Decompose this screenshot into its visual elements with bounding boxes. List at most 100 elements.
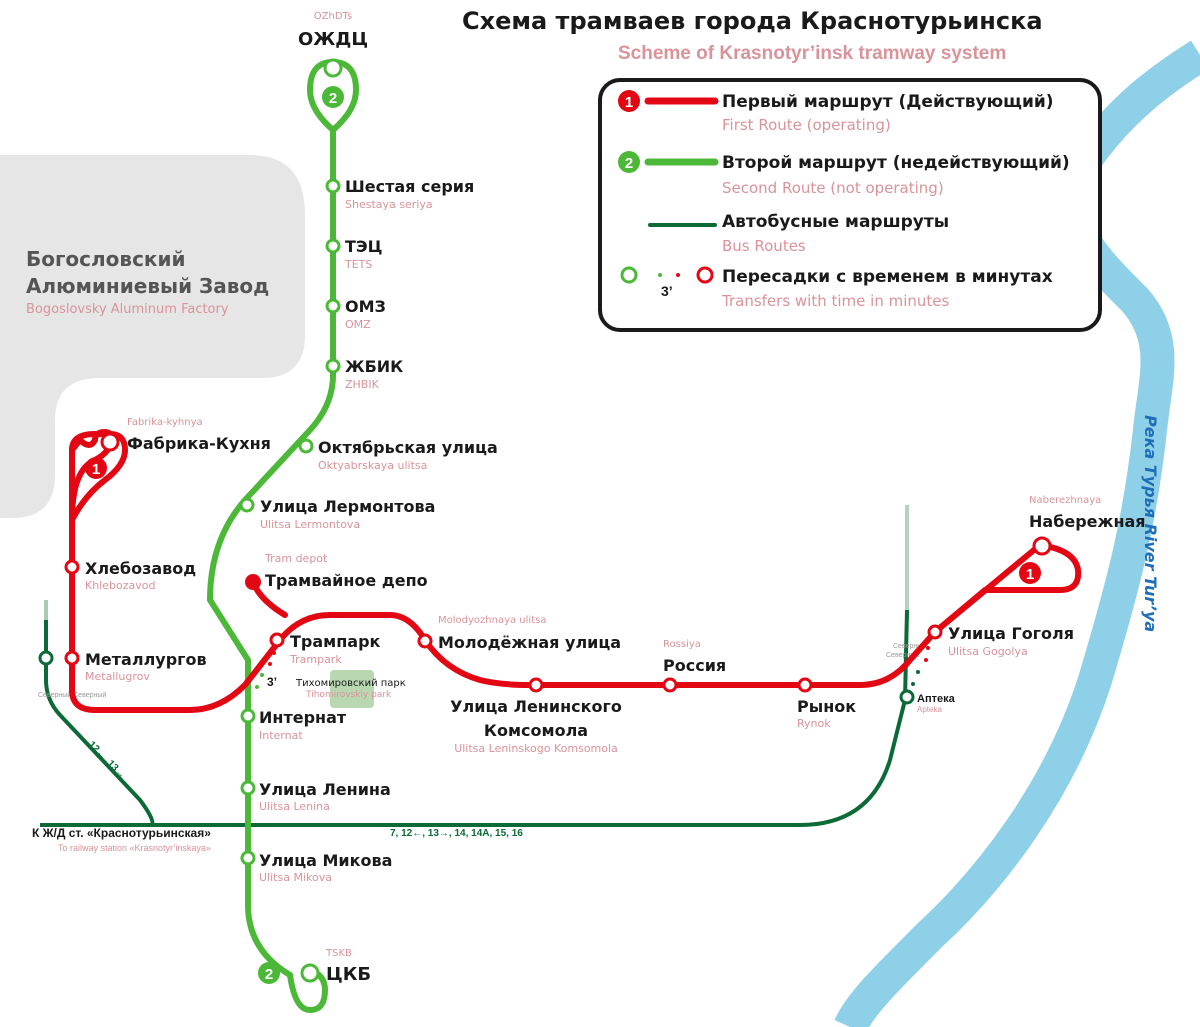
legend-transfer-en: Transfers with time in minutes: [721, 292, 949, 310]
label-tets-en: TETS: [344, 258, 372, 271]
station-rossiya[interactable]: [662, 677, 678, 693]
legend-route-2-en: Second Route (not operating): [722, 179, 944, 197]
label-gogolya: Улица Гоголя: [948, 624, 1074, 643]
bus-stop-apteka-en: Apteka: [917, 705, 942, 714]
bus-stop-sever-right-1: Северный: [893, 642, 926, 650]
station-fabrika[interactable]: [100, 432, 120, 452]
legend-route-1-ru: Первый маршрут (Действующий): [722, 92, 1054, 112]
station-naberezh[interactable]: [1032, 536, 1052, 556]
station-khlebozavod[interactable]: [64, 559, 80, 575]
legend-transfer-ru: Пересадки с временем в минутах: [722, 267, 1053, 287]
label-ozhdc-en: OZhDTs: [314, 11, 352, 22]
river-label: Река Турья River Tur’ya: [1141, 415, 1160, 632]
legend-transfer-dot-1: [658, 273, 662, 277]
bus-stop-sever-right-2: Северный: [886, 651, 919, 659]
label-rynok: Рынок: [797, 697, 856, 716]
station-tskb[interactable]: [300, 963, 320, 983]
label-lenina: Улица Ленина: [259, 780, 391, 799]
route-2-badge-bottom: [258, 962, 280, 984]
transfer-time-trampark: 3’: [267, 675, 277, 689]
legend-box: [598, 78, 1102, 332]
bus-routes: [40, 609, 909, 827]
route-1-badge-left: [85, 457, 107, 479]
station-gogolya[interactable]: [927, 624, 943, 640]
station-metallurg[interactable]: [64, 650, 80, 666]
legend-transfer-dot-2: [676, 273, 680, 277]
label-omz-en: OMZ: [345, 318, 371, 331]
park-label-en: Tihomirovskiy park: [305, 690, 392, 700]
station-leninskogo[interactable]: [528, 677, 544, 693]
station-depot[interactable]: [245, 574, 261, 590]
label-trampark: Трампарк: [290, 632, 381, 651]
label-lermontov-en: Ulitsa Lermontova: [260, 518, 360, 531]
stations-route-2: [239, 58, 343, 983]
label-shestaya-en: Shestaya seriya: [345, 198, 433, 211]
factory-label-en: Bogoslovsky Aluminum Factory: [26, 302, 229, 317]
label-zhbik: ЖБИК: [345, 357, 403, 376]
factory-area: [0, 155, 305, 518]
label-leninskogo-1: Улица Ленинского: [450, 697, 622, 716]
legend-route-2-badge-text: 2: [625, 155, 633, 172]
route-1-line: [69, 429, 1082, 713]
legend-bus-ru: Автобусные маршруты: [722, 212, 949, 232]
route-2-badge-top: [322, 86, 344, 108]
legend-transfer-green: [620, 266, 638, 284]
label-mikova-en: Ulitsa Mikova: [259, 871, 332, 884]
map-title: Схема трамваев города Краснотурьинска: [462, 7, 1043, 35]
label-internat-en: Internat: [259, 729, 303, 742]
label-khlebozavod: Хлебозавод: [85, 559, 196, 578]
label-fabrika: Фабрика-Кухня: [127, 434, 271, 453]
station-shestaya[interactable]: [325, 178, 341, 194]
label-oktyabr: Октябрьская улица: [318, 438, 498, 457]
label-trampark-en: Trampark: [289, 653, 342, 666]
station-mikova[interactable]: [240, 850, 256, 866]
station-ozhdc[interactable]: [323, 58, 343, 78]
label-tets: ТЭЦ: [345, 237, 383, 256]
legend-route-1-en: First Route (operating): [722, 116, 891, 134]
legend-transfer-red: [696, 266, 714, 284]
label-omz: ОМЗ: [345, 297, 386, 316]
legend-route-1-badge-text: 1: [625, 94, 633, 111]
label-lenina-en: Ulitsa Lenina: [259, 800, 330, 813]
map-title-en: Scheme of Krasnotyr’insk tramway system: [618, 43, 1006, 64]
label-lermontov: Улица Лермонтова: [260, 497, 435, 516]
route-2-badge-bottom-text: 2: [265, 966, 273, 983]
station-rynok[interactable]: [797, 677, 813, 693]
legend-route-2-ru: Второй маршрут (недействующий): [722, 153, 1070, 173]
label-naberezh: Набережная: [1029, 512, 1146, 531]
label-tskb: ЦКБ: [326, 964, 371, 985]
station-lermontov[interactable]: [239, 497, 255, 513]
station-tets[interactable]: [325, 238, 341, 254]
station-internat[interactable]: [240, 708, 256, 724]
bus-line-diagonal: [44, 620, 155, 827]
label-depot: Трамвайное депо: [265, 571, 428, 590]
bus-routes-main: 7, 12←, 13→, 14, 14А, 15, 16: [390, 828, 523, 839]
route-2-badge-top-text: 2: [329, 90, 337, 107]
bus-routes-diagonal: 12←, 13→: [86, 739, 128, 781]
station-omz[interactable]: [325, 298, 341, 314]
railway-label-en: To railway station «Krasnotyr’inskaya»: [58, 843, 211, 853]
label-khlebozavod-en: Khlebozavod: [85, 579, 155, 592]
label-rossiya-en: Rossiya: [663, 639, 701, 650]
route-1-badge-left-text: 1: [92, 461, 100, 478]
label-leninskogo-2: Комсомола: [484, 721, 588, 740]
label-naberezh-en: Naberezhnaya: [1029, 495, 1101, 506]
label-zhbik-en: ZHBIK: [345, 378, 380, 391]
legend-transfer-minutes: 3’: [661, 283, 673, 299]
factory-label-2: Алюминиевый Завод: [26, 274, 269, 298]
park-label: Тихомировский парк: [295, 678, 406, 689]
label-rossiya: Россия: [663, 656, 726, 675]
transfer-dots-trampark: [255, 651, 276, 689]
label-gogolya-en: Ulitsa Gogolya: [948, 645, 1028, 658]
label-depot-en: Tram depot: [264, 552, 328, 565]
station-molodezh[interactable]: [417, 633, 433, 649]
railway-label: К Ж/Д ст. «Краснотурьинская»: [32, 826, 211, 840]
label-molodezh-en: Molodyozhnaya ulitsa: [438, 615, 546, 626]
station-trampark[interactable]: [269, 632, 285, 648]
station-lenina[interactable]: [240, 780, 256, 796]
factory-label-1: Богословский: [26, 247, 186, 271]
bus-stop-apteka-label: Аптека: [917, 693, 956, 705]
route-1-badge-right: [1019, 562, 1041, 584]
station-oktyabr[interactable]: [298, 438, 314, 454]
station-zhbik[interactable]: [325, 358, 341, 374]
